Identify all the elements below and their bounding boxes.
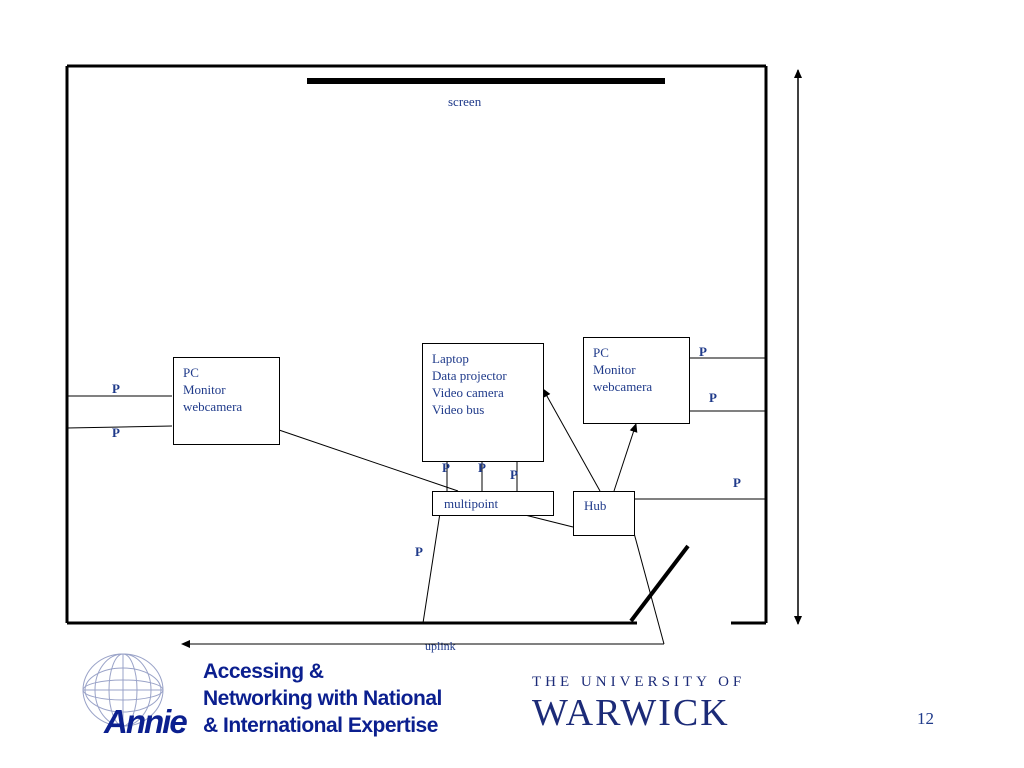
port-label-right-top: P — [699, 344, 707, 359]
screen-label: screen — [448, 94, 482, 109]
annie-line-2: Networking with National — [203, 687, 442, 710]
uplink-label: uplink — [425, 639, 456, 653]
room-outline — [65, 64, 768, 625]
annie-logo-word: Annie — [104, 703, 188, 740]
multipoint-label: multipoint — [444, 496, 499, 511]
multipoint-box: multipoint — [432, 491, 554, 516]
multipoint-to-hub — [524, 514, 574, 528]
multipoint-to-wall-line — [422, 512, 441, 624]
warwick-main-text: WARWICK — [532, 692, 730, 734]
pc-left-box: PC Monitor webcamera — [173, 357, 280, 445]
port-label-hub: P — [733, 475, 741, 490]
pc-left-line-2: Monitor — [183, 382, 226, 397]
laptop-line-2: Data projector — [432, 368, 507, 383]
pc-left-line-3: webcamera — [183, 399, 243, 414]
laptop-line-4: Video bus — [432, 402, 485, 417]
page-number: 12 — [917, 709, 934, 728]
hub-label: Hub — [584, 498, 607, 513]
port-label-center-3: P — [510, 467, 518, 482]
port-label-right-mid: P — [709, 390, 717, 405]
hub-box: Hub — [573, 491, 635, 536]
port-label-left-top: P — [112, 381, 120, 396]
pc-right-line-3: webcamera — [593, 379, 653, 394]
pc-right-box: PC Monitor webcamera — [583, 337, 690, 424]
port-label-left-bottom: P — [112, 425, 120, 440]
annie-line-3: & International Expertise — [203, 714, 438, 737]
laptop-line-3: Video camera — [432, 385, 504, 400]
pc-left-line-1: PC — [183, 365, 199, 380]
laptop-box: Laptop Data projector Video camera Video… — [422, 343, 544, 462]
door-leaf — [629, 544, 690, 623]
warwick-top-text: THE UNIVERSITY OF — [532, 674, 746, 690]
hub-to-laptop-arrow — [542, 388, 601, 492]
globe-icon — [82, 653, 164, 727]
port-label-multipoint: P — [415, 544, 423, 559]
laptop-line-1: Laptop — [432, 351, 469, 366]
hub-to-pc-right-arrow — [613, 423, 638, 492]
hub-to-uplink-line — [633, 532, 665, 645]
annie-line-1: Accessing & — [203, 660, 324, 683]
port-label-center-1: P — [442, 460, 450, 475]
pc-right-line-2: Monitor — [593, 362, 636, 377]
left-port-line-bottom — [66, 425, 173, 429]
pc-right-line-1: PC — [593, 345, 609, 360]
port-label-center-2: P — [478, 460, 486, 475]
pc-left-to-multipoint — [278, 429, 459, 492]
